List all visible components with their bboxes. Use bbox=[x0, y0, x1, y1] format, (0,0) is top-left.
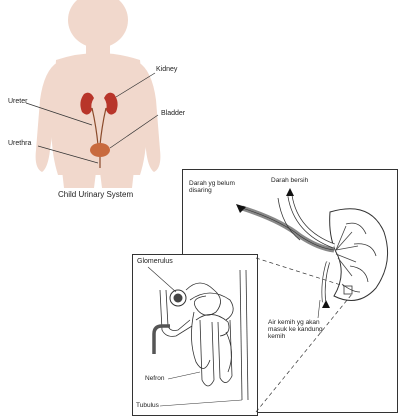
urine-label: Air kemih yg akan masuk ke kandung kemih bbox=[268, 320, 323, 340]
renal-artery bbox=[242, 208, 334, 250]
tubulus-label: Tubulus bbox=[136, 403, 159, 410]
flow-arrows bbox=[236, 188, 330, 308]
nefron-label: Nefron bbox=[145, 376, 165, 383]
glomerulus-label: Glomerulus bbox=[137, 258, 173, 265]
kidney-vessel-branches bbox=[336, 226, 358, 276]
renal-vein bbox=[290, 196, 334, 246]
blood-in-label: Darah yg belum disaring bbox=[189, 181, 235, 195]
blood-out-label: Darah bersih bbox=[271, 178, 308, 185]
